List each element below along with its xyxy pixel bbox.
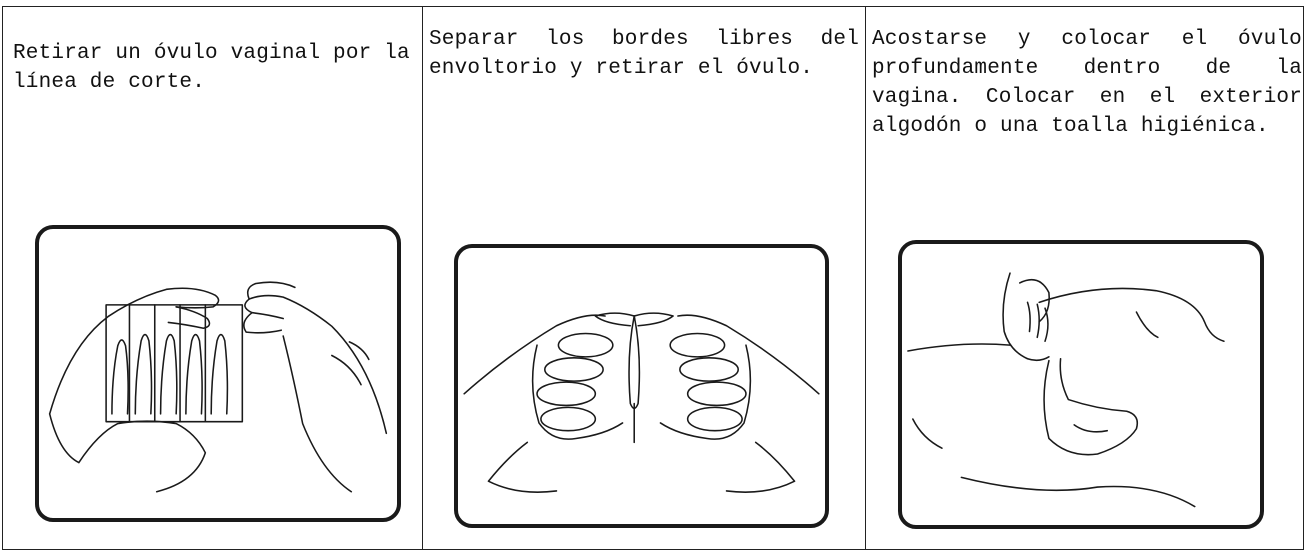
step-panel-1: Retirar un óvulo vaginal por la línea de… bbox=[3, 7, 423, 549]
step-2-text: Separar los bordes libres del envoltorio… bbox=[429, 28, 859, 80]
instructions-strip: Retirar un óvulo vaginal por la línea de… bbox=[2, 6, 1304, 550]
step-panel-3: Acostarse y colocar el óvulo profundamen… bbox=[866, 7, 1303, 549]
step-3-text: Acostarse y colocar el óvulo profundamen… bbox=[872, 28, 1302, 138]
hands-opening-wrapper-drawing bbox=[463, 312, 820, 493]
hands-tearing-blister-drawing bbox=[48, 281, 388, 493]
step-panel-2: Separar los bordes libres del envoltorio… bbox=[423, 7, 866, 549]
step-2-illustration bbox=[454, 244, 829, 528]
step-1-text: Retirar un óvulo vaginal por la línea de… bbox=[13, 42, 410, 94]
step-3-illustration bbox=[898, 240, 1264, 529]
inserting-ovule-drawing bbox=[907, 272, 1225, 508]
step-1-illustration bbox=[35, 225, 401, 522]
